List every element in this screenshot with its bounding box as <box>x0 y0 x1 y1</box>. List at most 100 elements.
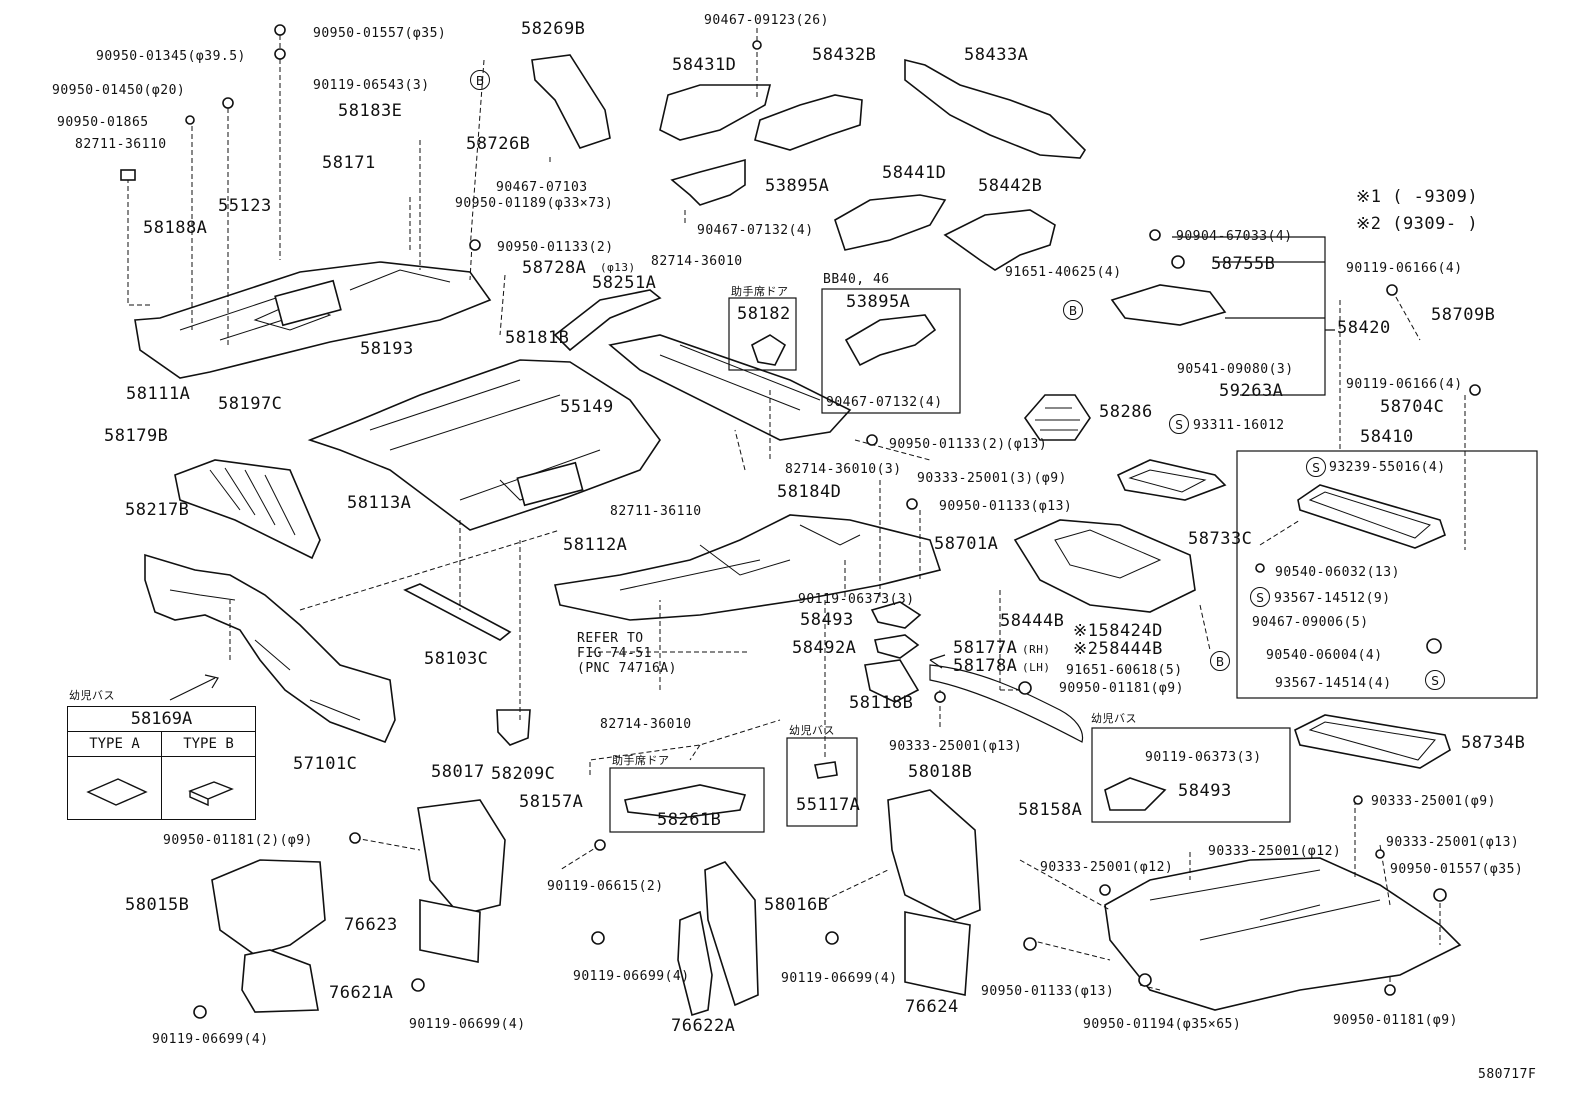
part-label-l83: 58017 <box>431 762 485 782</box>
part-label-l64: 90467-09006(5) <box>1252 615 1369 630</box>
note-1: ※1 ( -9309) <box>1356 187 1479 207</box>
part-strip-shape <box>929 664 1084 743</box>
part-58261b-shape <box>624 784 747 819</box>
part-53895a-bb40-shape <box>844 314 937 367</box>
part-58442b-shape <box>943 209 1056 271</box>
part-label-l63: 58444B <box>1000 611 1065 631</box>
bb40-box-title: BB40, 46 <box>823 272 890 287</box>
part-58410-box <box>1236 450 1538 699</box>
part-label-l10: 58171 <box>322 153 376 173</box>
part-label-l84: 58018B <box>908 762 973 782</box>
part-label-l11: 90950-01189(φ33×73) <box>455 196 614 211</box>
part-label-l99: 90119-06699(4) <box>781 971 898 986</box>
part-label-l44: 90119-06166(4) <box>1346 377 1463 392</box>
part-label-l70: 90540-06004(4) <box>1266 648 1383 663</box>
part-label-l59: 90540-06032(13) <box>1275 565 1400 580</box>
part-label-l35: 90467-07132(4) <box>697 223 814 238</box>
part-label-l2: 90950-01345(φ39.5) <box>96 49 246 64</box>
part-label-l26: 58113A <box>347 493 412 513</box>
part-label-l40: 58709B <box>1431 305 1496 325</box>
part-label-l20: 58181B <box>505 328 570 348</box>
part-label-l6: 58269B <box>521 19 586 39</box>
part-label-l31: 58433A <box>964 45 1029 65</box>
part-label-l32: 53895A <box>765 176 830 196</box>
part-label-l29: 58431D <box>672 55 737 75</box>
part-label-l82: 58734B <box>1461 733 1526 753</box>
part-label-l25: 58179B <box>104 426 169 446</box>
part-58269b-shape <box>531 54 611 149</box>
kids-box-2-frame <box>1091 727 1291 823</box>
part-label-l68: (RH) <box>1022 643 1051 656</box>
part-label-l76: 58103C <box>424 649 489 669</box>
part-58734b-shape <box>1294 714 1451 769</box>
part-label-l48: 58286 <box>1099 402 1153 422</box>
fastener-markers <box>120 24 1481 1019</box>
part-label-l15: 90950-01133(2) <box>497 240 614 255</box>
part-label-l18: 82714-36010 <box>651 254 743 269</box>
part-label-l9: 58726B <box>466 134 531 154</box>
part-58209c-shape <box>496 709 531 746</box>
diagram-id: 580717F <box>1478 1067 1537 1082</box>
part-label-l86: 58158A <box>1018 800 1083 820</box>
part-label-l50: 82714-36010(3) <box>785 462 902 477</box>
part-label-l75: 93567-14514(4) <box>1275 676 1392 691</box>
kids-box-1-frame <box>786 737 858 827</box>
part-76624-shape <box>904 911 971 996</box>
part-58217b-shape <box>174 459 321 560</box>
part-label-l106: 90950-01181(φ9) <box>1333 1013 1458 1028</box>
circle-s-marker: S <box>1306 457 1326 477</box>
part-label-l34: 58442B <box>978 176 1043 196</box>
part-label-l85: 58157A <box>519 792 584 812</box>
part-58112a-shape <box>554 514 942 621</box>
part-label-l14: 55123 <box>218 196 272 216</box>
part-58016b-shape <box>704 861 759 1007</box>
part-label-l13: 58188A <box>143 218 208 238</box>
kids-box-2-bolt: 90119-06373(3) <box>1145 750 1262 765</box>
part-label-l91: 90333-25001(φ12) <box>1040 860 1174 875</box>
part-58493-kids-shape <box>1104 777 1167 811</box>
part-label-l104: 76622A <box>671 1016 736 1036</box>
door-box-2-part: 58261B <box>657 810 722 830</box>
part-label-l46: 93311-16012 <box>1193 418 1285 433</box>
part-label-l24: 55149 <box>560 397 614 417</box>
note-2: ※2 (9309- ) <box>1356 214 1479 234</box>
door-box-2-title: 助手席ドア <box>612 754 670 767</box>
part-label-l98: 90119-06699(4) <box>573 969 690 984</box>
part-58113a-shape <box>307 359 661 531</box>
part-label-l62: 58493 <box>800 610 854 630</box>
part-label-l39: 90119-06166(4) <box>1346 261 1463 276</box>
part-label-l69: ※258444B <box>1073 639 1163 659</box>
part-label-l57: 58733C <box>1188 529 1253 549</box>
kids-box-1-title: 幼児バス <box>789 724 835 737</box>
part-58286-boot-shape <box>1023 394 1091 441</box>
circle-b-marker: B <box>1210 651 1230 671</box>
type-a-cell <box>68 757 162 819</box>
part-58118b-shape <box>864 659 920 703</box>
bb40-box-frame <box>821 288 961 414</box>
part-label-l65: ※158424D <box>1073 621 1163 641</box>
part-label-l16: 58728A <box>522 258 587 278</box>
part-label-l73: 91651-60618(5) <box>1066 663 1183 678</box>
part-label-l74: 90950-01181(φ9) <box>1059 681 1184 696</box>
part-label-l30: 58432B <box>812 45 877 65</box>
part-label-l3: 90950-01450(φ20) <box>52 83 186 98</box>
part-label-l58: 58701A <box>934 534 999 554</box>
part-label-l94: 90119-06615(2) <box>547 879 664 894</box>
type-table-part: 58169A <box>68 707 255 732</box>
part-label-l66: 58492A <box>792 638 857 658</box>
circle-b-marker: B <box>1063 300 1083 320</box>
part-58701a-shape <box>1013 519 1196 613</box>
part-57101c-shape <box>144 553 396 744</box>
part-label-l61: 90119-06373(3) <box>798 592 915 607</box>
part-label-l8: 58183E <box>338 101 403 121</box>
part-label-l38: 58755B <box>1211 254 1276 274</box>
part-label-l21: 58193 <box>360 339 414 359</box>
kids-box-2-title: 幼児バス <box>1091 712 1137 725</box>
part-label-l103: 90119-06699(4) <box>152 1032 269 1047</box>
part-label-l45: 58704C <box>1380 397 1445 417</box>
part-58103c-shape <box>403 583 512 641</box>
kids-box-3-title: 幼児バス <box>69 689 115 702</box>
part-label-l77: 82714-36010 <box>600 717 692 732</box>
part-label-l60: 93567-14512(9) <box>1274 591 1391 606</box>
door-box-1-title: 助手席ドア <box>731 285 789 298</box>
